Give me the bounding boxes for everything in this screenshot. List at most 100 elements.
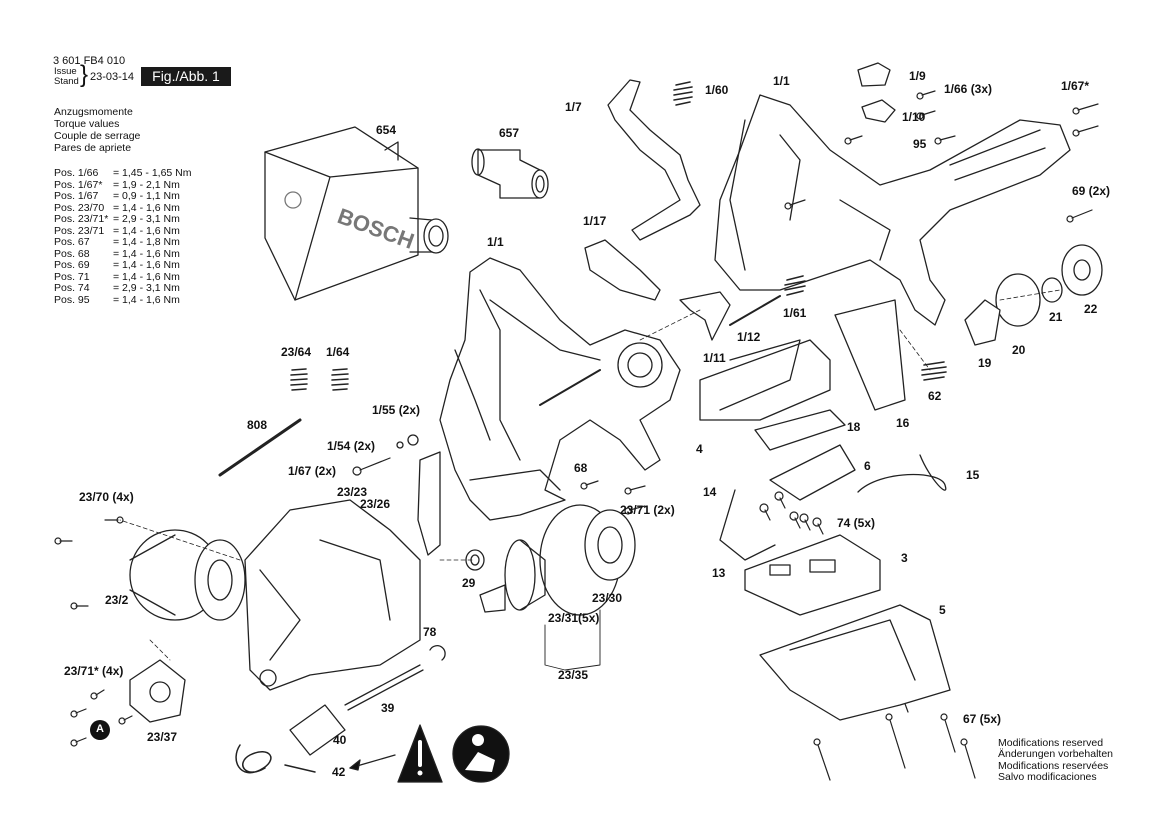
label-23-37: 23/37: [147, 730, 178, 744]
tray-5: [759, 604, 951, 721]
marker-a-icon: [90, 720, 110, 740]
shaft: [539, 369, 601, 406]
torque-pos: Pos. 23/71*: [54, 213, 109, 225]
label-23-35: 23/35: [558, 668, 589, 682]
part-20: [995, 273, 1041, 327]
label-4: 4: [696, 442, 703, 456]
label-1-1-left: 1/1: [487, 235, 504, 249]
brace: }: [80, 61, 89, 88]
label-23-26: 23/26: [360, 497, 391, 511]
torque-value: = 1,9 - 2,1 Nm: [113, 178, 180, 191]
label-29: 29: [462, 576, 476, 590]
label-23-30: 23/30: [592, 591, 623, 605]
sleeve-40: [289, 704, 346, 756]
part-1-10: [861, 99, 896, 123]
label-1-1-right: 1/1: [773, 74, 790, 88]
part-1-9: [857, 62, 891, 87]
torque-pos: Pos. 69: [54, 259, 90, 271]
label-62: 62: [928, 389, 942, 403]
label-1-12: 1/12: [737, 330, 761, 344]
guide-lines: [119, 289, 1061, 661]
label-18: 18: [847, 420, 861, 434]
label-23-2: 23/2: [105, 593, 129, 607]
housing-half-right: [714, 94, 1071, 326]
label-1-67-star: 1/67*: [1061, 79, 1090, 93]
issue-date: 23-03-14: [90, 71, 135, 83]
torque-pos: Pos. 23/70: [54, 201, 105, 214]
part-6: [769, 444, 856, 501]
figure-label: Fig./Abb. 1: [141, 67, 231, 86]
label-5: 5: [939, 603, 946, 617]
shroud-4: [699, 339, 831, 421]
label-42: 42: [332, 765, 346, 779]
label-74: 74 (5x): [837, 516, 876, 530]
housing-half-left: [439, 257, 681, 521]
spring-62: [921, 361, 947, 381]
label-6: 6: [864, 459, 871, 473]
part-18: [754, 409, 846, 451]
label-654: 654: [376, 123, 397, 137]
torque-value: = 2,9 - 3,1 Nm: [113, 213, 180, 225]
label-40: 40: [333, 733, 347, 747]
label-1-17: 1/17: [583, 214, 607, 228]
plate-16: [834, 299, 906, 411]
label-a: A: [96, 723, 104, 735]
torque-value: = 1,4 - 1,6 Nm: [113, 201, 180, 214]
label-1-11: 1/11: [703, 351, 726, 365]
torque-value: = 1,4 - 1,8 Nm: [113, 236, 180, 248]
torque-pos: Pos. 1/67: [54, 190, 99, 202]
torque-value: = 1,4 - 1,6 Nm: [113, 259, 180, 271]
modifications-de: Änderungen vorbehalten: [998, 748, 1114, 760]
pin-1-12: [729, 295, 781, 326]
cover-box-654: [264, 126, 449, 301]
label-1-60: 1/60: [705, 83, 729, 97]
label-3: 3: [901, 551, 908, 565]
torque-heading-de: Anzugsmomente: [54, 106, 133, 118]
torque-pos: Pos. 74: [54, 282, 90, 294]
bracket-23-26: [417, 451, 441, 556]
torque-value: = 2,9 - 3,1 Nm: [113, 282, 180, 294]
label-1-61: 1/61: [783, 306, 807, 320]
label-16: 16: [896, 416, 910, 430]
label-1-55: 1/55 (2x): [372, 403, 421, 417]
label-39: 39: [381, 701, 395, 715]
label-1-64: 1/64: [326, 345, 350, 359]
label-23-64: 23/64: [281, 345, 312, 359]
label-1-67: 1/67 (2x): [288, 464, 337, 478]
washer-29: [465, 549, 485, 571]
label-95: 95: [913, 137, 927, 151]
label-1-9: 1/9: [909, 69, 926, 83]
label-15: 15: [966, 468, 980, 482]
torque-pos: Pos. 23/71: [54, 224, 105, 237]
torque-pos: Pos. 71: [54, 270, 90, 283]
label-13: 13: [712, 566, 726, 580]
modifications-es: Salvo modificaciones: [998, 771, 1097, 783]
part-21: [1041, 277, 1063, 303]
label-69: 69 (2x): [1072, 184, 1111, 198]
torque-pos: Pos. 68: [54, 247, 90, 260]
label-78: 78: [423, 625, 437, 639]
coupler-657: [471, 148, 549, 199]
stand-label: Stand: [54, 76, 79, 87]
torque-value: = 1,4 - 1,6 Nm: [113, 270, 180, 283]
label-22: 22: [1084, 302, 1098, 316]
part-1-11: [679, 291, 731, 341]
bearing-23-30: [584, 509, 636, 581]
read-manual-icon: [452, 725, 510, 783]
torque-heading-es: Pares de apriete: [54, 142, 132, 154]
label-20: 20: [1012, 343, 1026, 357]
torque-pos: Pos. 95: [54, 293, 90, 306]
gear-housing-23-23: [244, 499, 421, 691]
circlip-78: [429, 645, 446, 661]
label-23-71: 23/71 (2x): [620, 503, 675, 517]
issue-label: Issue: [54, 66, 77, 77]
label-67: 67 (5x): [963, 712, 1002, 726]
cable-15: [857, 454, 947, 493]
label-14: 14: [703, 485, 717, 499]
label-1-10: 1/10: [902, 110, 926, 124]
part-22: [1061, 244, 1103, 296]
warning-triangle-icon: [397, 724, 443, 783]
springs-23-64-1-64: [290, 368, 349, 391]
